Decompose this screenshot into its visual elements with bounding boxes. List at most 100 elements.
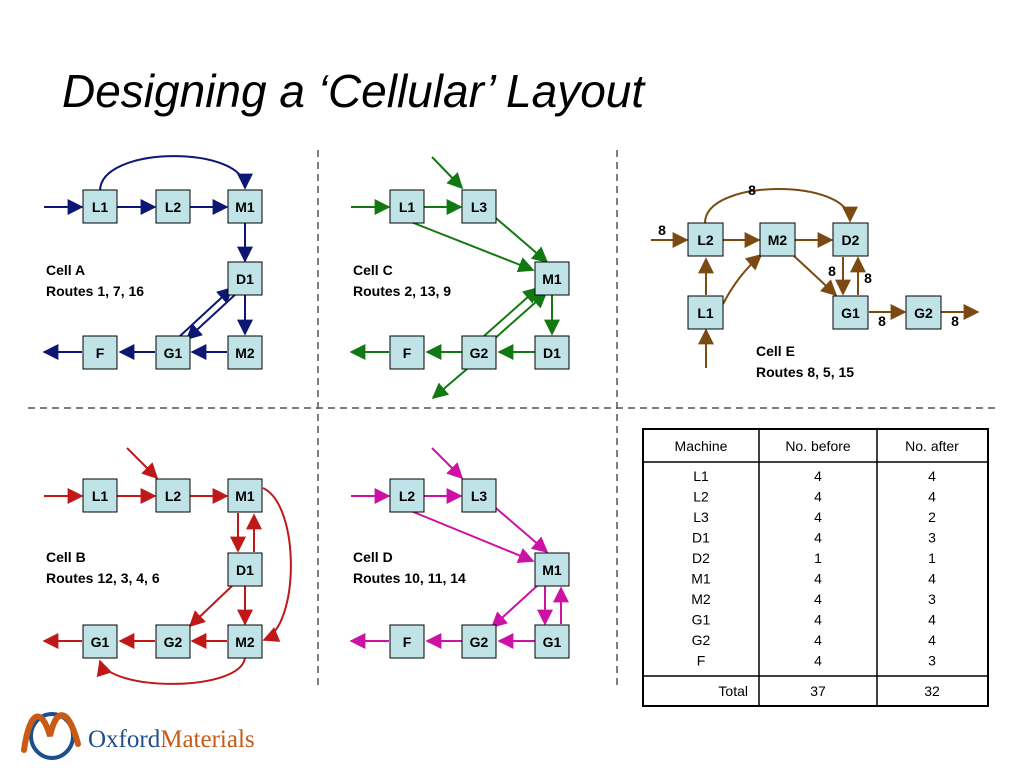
cell-d-machine-m1-label: M1	[542, 562, 562, 578]
cell-e-machine-m2: M2	[759, 222, 796, 257]
cell-e-flow-l2-d2: 8	[748, 182, 756, 198]
logo-word-materials: Materials	[160, 726, 254, 753]
cell-c-machine-f: F	[389, 335, 425, 370]
cell-c-arrow-g2-out	[431, 368, 468, 400]
cell-b-machine-l2-label: L2	[165, 488, 182, 504]
logo-emblem-icon	[21, 712, 81, 760]
table-cell-r4-c1: 1	[814, 550, 822, 566]
cell-c-machine-g2-label: G2	[470, 345, 489, 361]
cell-a-name: Cell A	[46, 262, 85, 278]
cell-e-flow-g2-out: 8	[951, 313, 959, 329]
cell-dividers	[28, 150, 995, 690]
cell-e-arrows	[651, 188, 980, 368]
table-cell-r3-c2: 3	[928, 530, 936, 546]
logo-word-oxford: Oxford	[88, 726, 161, 753]
table-cell-r1-c2: 4	[928, 489, 936, 505]
cell-c-name: Cell C	[353, 262, 393, 278]
table-cell-r3-c0: D1	[692, 530, 710, 546]
cell-e-machine-m2-label: M2	[768, 232, 788, 248]
table-cell-r4-c2: 1	[928, 550, 936, 566]
cell-c-machine-f-label: F	[403, 345, 412, 361]
table-cell-r2-c1: 4	[814, 509, 822, 525]
cell-c-arrow-l1-m1	[410, 221, 535, 273]
cell-d-arrows	[349, 447, 569, 649]
cell-c-arrow-g2-m1-a	[483, 286, 540, 337]
table-total-before: 37	[810, 683, 826, 699]
table-border	[642, 428, 989, 707]
cell-b-machine-m2: M2	[227, 624, 263, 659]
table-cell-r9-c2: 3	[928, 653, 936, 669]
cell-a-machine-l2: L2	[155, 189, 191, 224]
cell-d-arrow-l3-m1	[489, 502, 549, 554]
cell-e-flow-g1-g2: 8	[878, 313, 886, 329]
cell-e-machine-d2: D2	[832, 222, 869, 257]
cell-c-machine-g2: G2	[461, 335, 497, 370]
cell-a-machine-f-label: F	[96, 345, 105, 361]
cell-b-machine-d1: D1	[227, 552, 263, 587]
cell-b-routes: Routes 12, 3, 4, 6	[46, 570, 160, 586]
cell-a-machine-l1: L1	[82, 189, 118, 224]
cell-d-machine-l3-label: L3	[471, 488, 488, 504]
cell-e-routes: Routes 8, 5, 15	[756, 364, 854, 380]
cell-a-machine-d1-label: D1	[236, 271, 254, 287]
table-cell-r7-c1: 4	[814, 612, 822, 628]
cell-e-machine-l1: L1	[687, 295, 724, 330]
cell-a-machine-l2-label: L2	[165, 199, 182, 215]
cell-d-machine-f-label: F	[403, 634, 412, 650]
cell-a-machine-d1: D1	[227, 261, 263, 296]
cell-c-machine-l1: L1	[389, 189, 425, 224]
cell-d-machine-g1: G1	[534, 624, 570, 659]
cell-b-arrows	[42, 447, 292, 685]
cell-d-arrow-m1-g2	[490, 584, 539, 629]
table-cell-r2-c0: L3	[693, 509, 709, 525]
table-cell-r0-c0: L1	[693, 468, 709, 484]
cell-d-machine-g1-label: G1	[543, 634, 562, 650]
cell-c-machine-l3-label: L3	[471, 199, 488, 215]
cell-d-machine-l2: L2	[389, 478, 425, 513]
cell-d: L2 L3 M1 F G2 G1 Cell D Routes 10, 11, 1…	[349, 447, 570, 659]
cell-e-arrow-l2-d2-bypass	[704, 188, 858, 224]
cell-e-flow-g1-d2: 8	[864, 270, 872, 286]
cell-a-machine-g1-label: G1	[164, 345, 183, 361]
cell-b-machine-l1-label: L1	[92, 488, 109, 504]
cell-e-machine-l2: L2	[687, 222, 724, 257]
cell-c-machine-l3: L3	[461, 189, 497, 224]
cell-d-machine-l2-label: L2	[399, 488, 416, 504]
table-header-before: No. before	[785, 438, 851, 454]
cell-a-arrow-d1-g1	[185, 291, 239, 341]
table-total-label: Total	[718, 683, 748, 699]
cell-a-arrow-g1-d1	[179, 286, 234, 337]
cell-b-machine-m1-label: M1	[235, 488, 255, 504]
cell-e-machine-g1: G1	[832, 295, 869, 330]
cell-e-flow-d2-g1: 8	[828, 263, 836, 279]
cell-c-machine-l1-label: L1	[399, 199, 416, 215]
cell-b-machine-g2: G2	[155, 624, 191, 659]
table-cell-r5-c2: 4	[928, 571, 936, 587]
table-cell-r1-c1: 4	[814, 489, 822, 505]
cell-b-machine-l2: L2	[155, 478, 191, 513]
cell-b-machine-g2-label: G2	[164, 634, 183, 650]
cell-b-machine-g1: G1	[82, 624, 118, 659]
cell-e-machine-g1-label: G1	[841, 305, 860, 321]
cell-c-machine-m1-label: M1	[542, 271, 562, 287]
table-cell-r5-c1: 4	[814, 571, 822, 587]
cell-b-arrow-d1-g2	[188, 585, 233, 628]
cell-a-machine-l1-label: L1	[92, 199, 109, 215]
slide-title: Designing a ‘Cellular’ Layout	[62, 65, 645, 117]
cell-a-machine-f: F	[82, 335, 118, 370]
cell-b-machine-d1-label: D1	[236, 562, 254, 578]
cell-c-arrows	[349, 156, 560, 400]
cell-e-machine-g2-label: G2	[914, 305, 933, 321]
table-cell-r9-c0: F	[697, 653, 706, 669]
cell-b-name: Cell B	[46, 549, 86, 565]
cell-d-machine-f: F	[389, 624, 425, 659]
cell-e-flow-in-l2: 8	[658, 222, 666, 238]
table-cell-r0-c1: 4	[814, 468, 822, 484]
cell-b-machine-m1: M1	[227, 478, 263, 513]
cell-a-routes: Routes 1, 7, 16	[46, 283, 144, 299]
cell-e-name: Cell E	[756, 343, 795, 359]
table-cell-r2-c2: 2	[928, 509, 936, 525]
cell-b-machine-m2-label: M2	[235, 634, 255, 650]
